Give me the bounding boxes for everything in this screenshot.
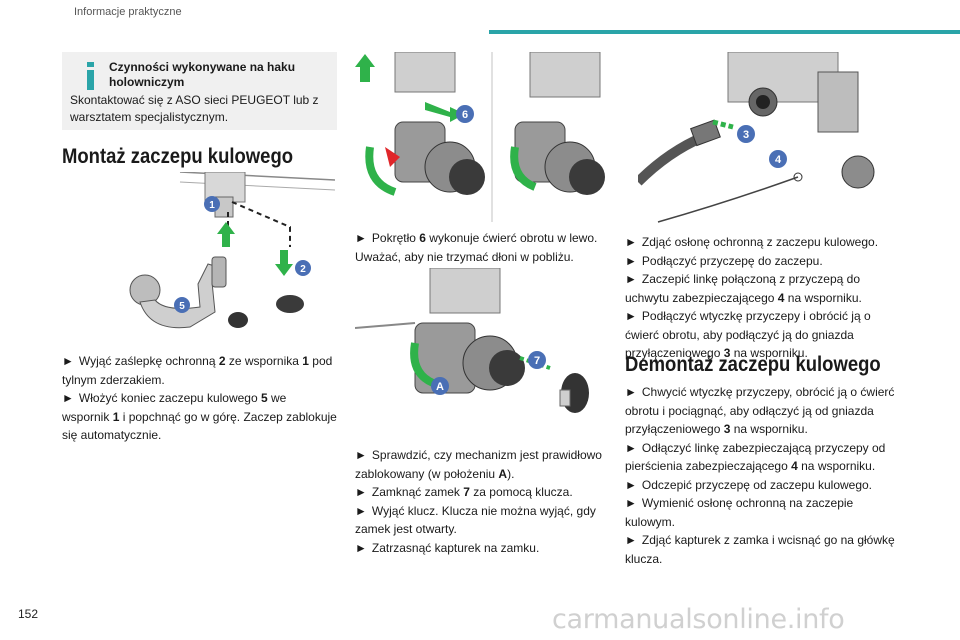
callout-4: 4	[775, 154, 782, 166]
column3-steps: ►Zdjąć osłonę ochronną z zaczepu kuloweg…	[625, 235, 879, 360]
section-title-mounting: Montaż zaczepu kulowego	[62, 145, 294, 168]
step-insert-towball: ►Włożyć koniec zaczepu kulowego 5 we wsp…	[62, 391, 337, 442]
callout-5: 5	[174, 297, 190, 313]
bullet-arrow: ►	[625, 533, 637, 547]
running-header: Informacje praktyczne	[74, 6, 182, 18]
info-box: Czynności wykonywane na haku holowniczym…	[62, 52, 337, 130]
callout-3: 3	[743, 129, 749, 141]
info-box-title: Czynności wykonywane na haku holowniczym	[109, 60, 296, 89]
bullet-arrow: ►	[355, 503, 367, 518]
bullet-arrow: ►	[355, 540, 367, 555]
bullet-arrow: ►	[625, 440, 637, 455]
removal-steps: ►Chwycić wtyczkę przyczepy, obrócić ją o…	[625, 385, 895, 566]
svg-text:2: 2	[300, 264, 306, 275]
callout-6: 6	[462, 109, 468, 121]
svg-text:1: 1	[209, 200, 215, 211]
illustration-knob-rotation: 6	[355, 52, 620, 222]
info-icon	[86, 62, 96, 90]
column1-steps: ►Wyjąć zaślepkę ochronną 2 ze wspornika …	[62, 352, 337, 445]
column2-knob-step: ►Pokrętło 6 wykonuje ćwierć obrotu w lew…	[355, 231, 598, 264]
bullet-arrow: ►	[355, 448, 367, 462]
page-number: 152	[18, 607, 39, 621]
bullet-arrow: ►	[62, 354, 74, 368]
illustration-lock: 7 A	[355, 268, 590, 438]
bullet-arrow: ►	[625, 477, 637, 492]
bullet-arrow: ►	[625, 272, 637, 286]
section-title-removal: Demontaż zaczepu kulowego	[625, 353, 881, 376]
callout-7: 7	[534, 355, 540, 367]
column2-steps: ►Sprawdzić, czy mechanizm jest prawidłow…	[355, 448, 602, 555]
illustration-trailer-plug: 3 4	[638, 52, 903, 227]
bullet-arrow: ►	[625, 253, 637, 268]
callout-A: A	[436, 381, 444, 393]
header-accent-bar	[489, 30, 960, 34]
bullet-arrow: ►	[355, 485, 367, 499]
info-box-body: Skontaktować się z ASO sieci PEUGEOT lub…	[70, 93, 319, 124]
svg-text:5: 5	[179, 301, 185, 312]
bullet-arrow: ►	[625, 309, 637, 323]
illustration-towball-mounting: 1 2 5	[120, 172, 335, 342]
illustration-divider	[491, 52, 493, 222]
step-remove-cap: ►Wyjąć zaślepkę ochronną 2 ze wspornika …	[62, 354, 333, 387]
callout-1: 1	[204, 196, 220, 212]
bullet-arrow: ►	[62, 391, 74, 405]
bullet-arrow: ►	[625, 496, 637, 510]
bullet-arrow: ►	[625, 385, 637, 399]
bullet-arrow: ►	[625, 235, 637, 249]
watermark: carmanualsonline.info	[552, 604, 845, 635]
bullet-arrow: ►	[355, 231, 367, 245]
callout-2: 2	[295, 260, 311, 276]
